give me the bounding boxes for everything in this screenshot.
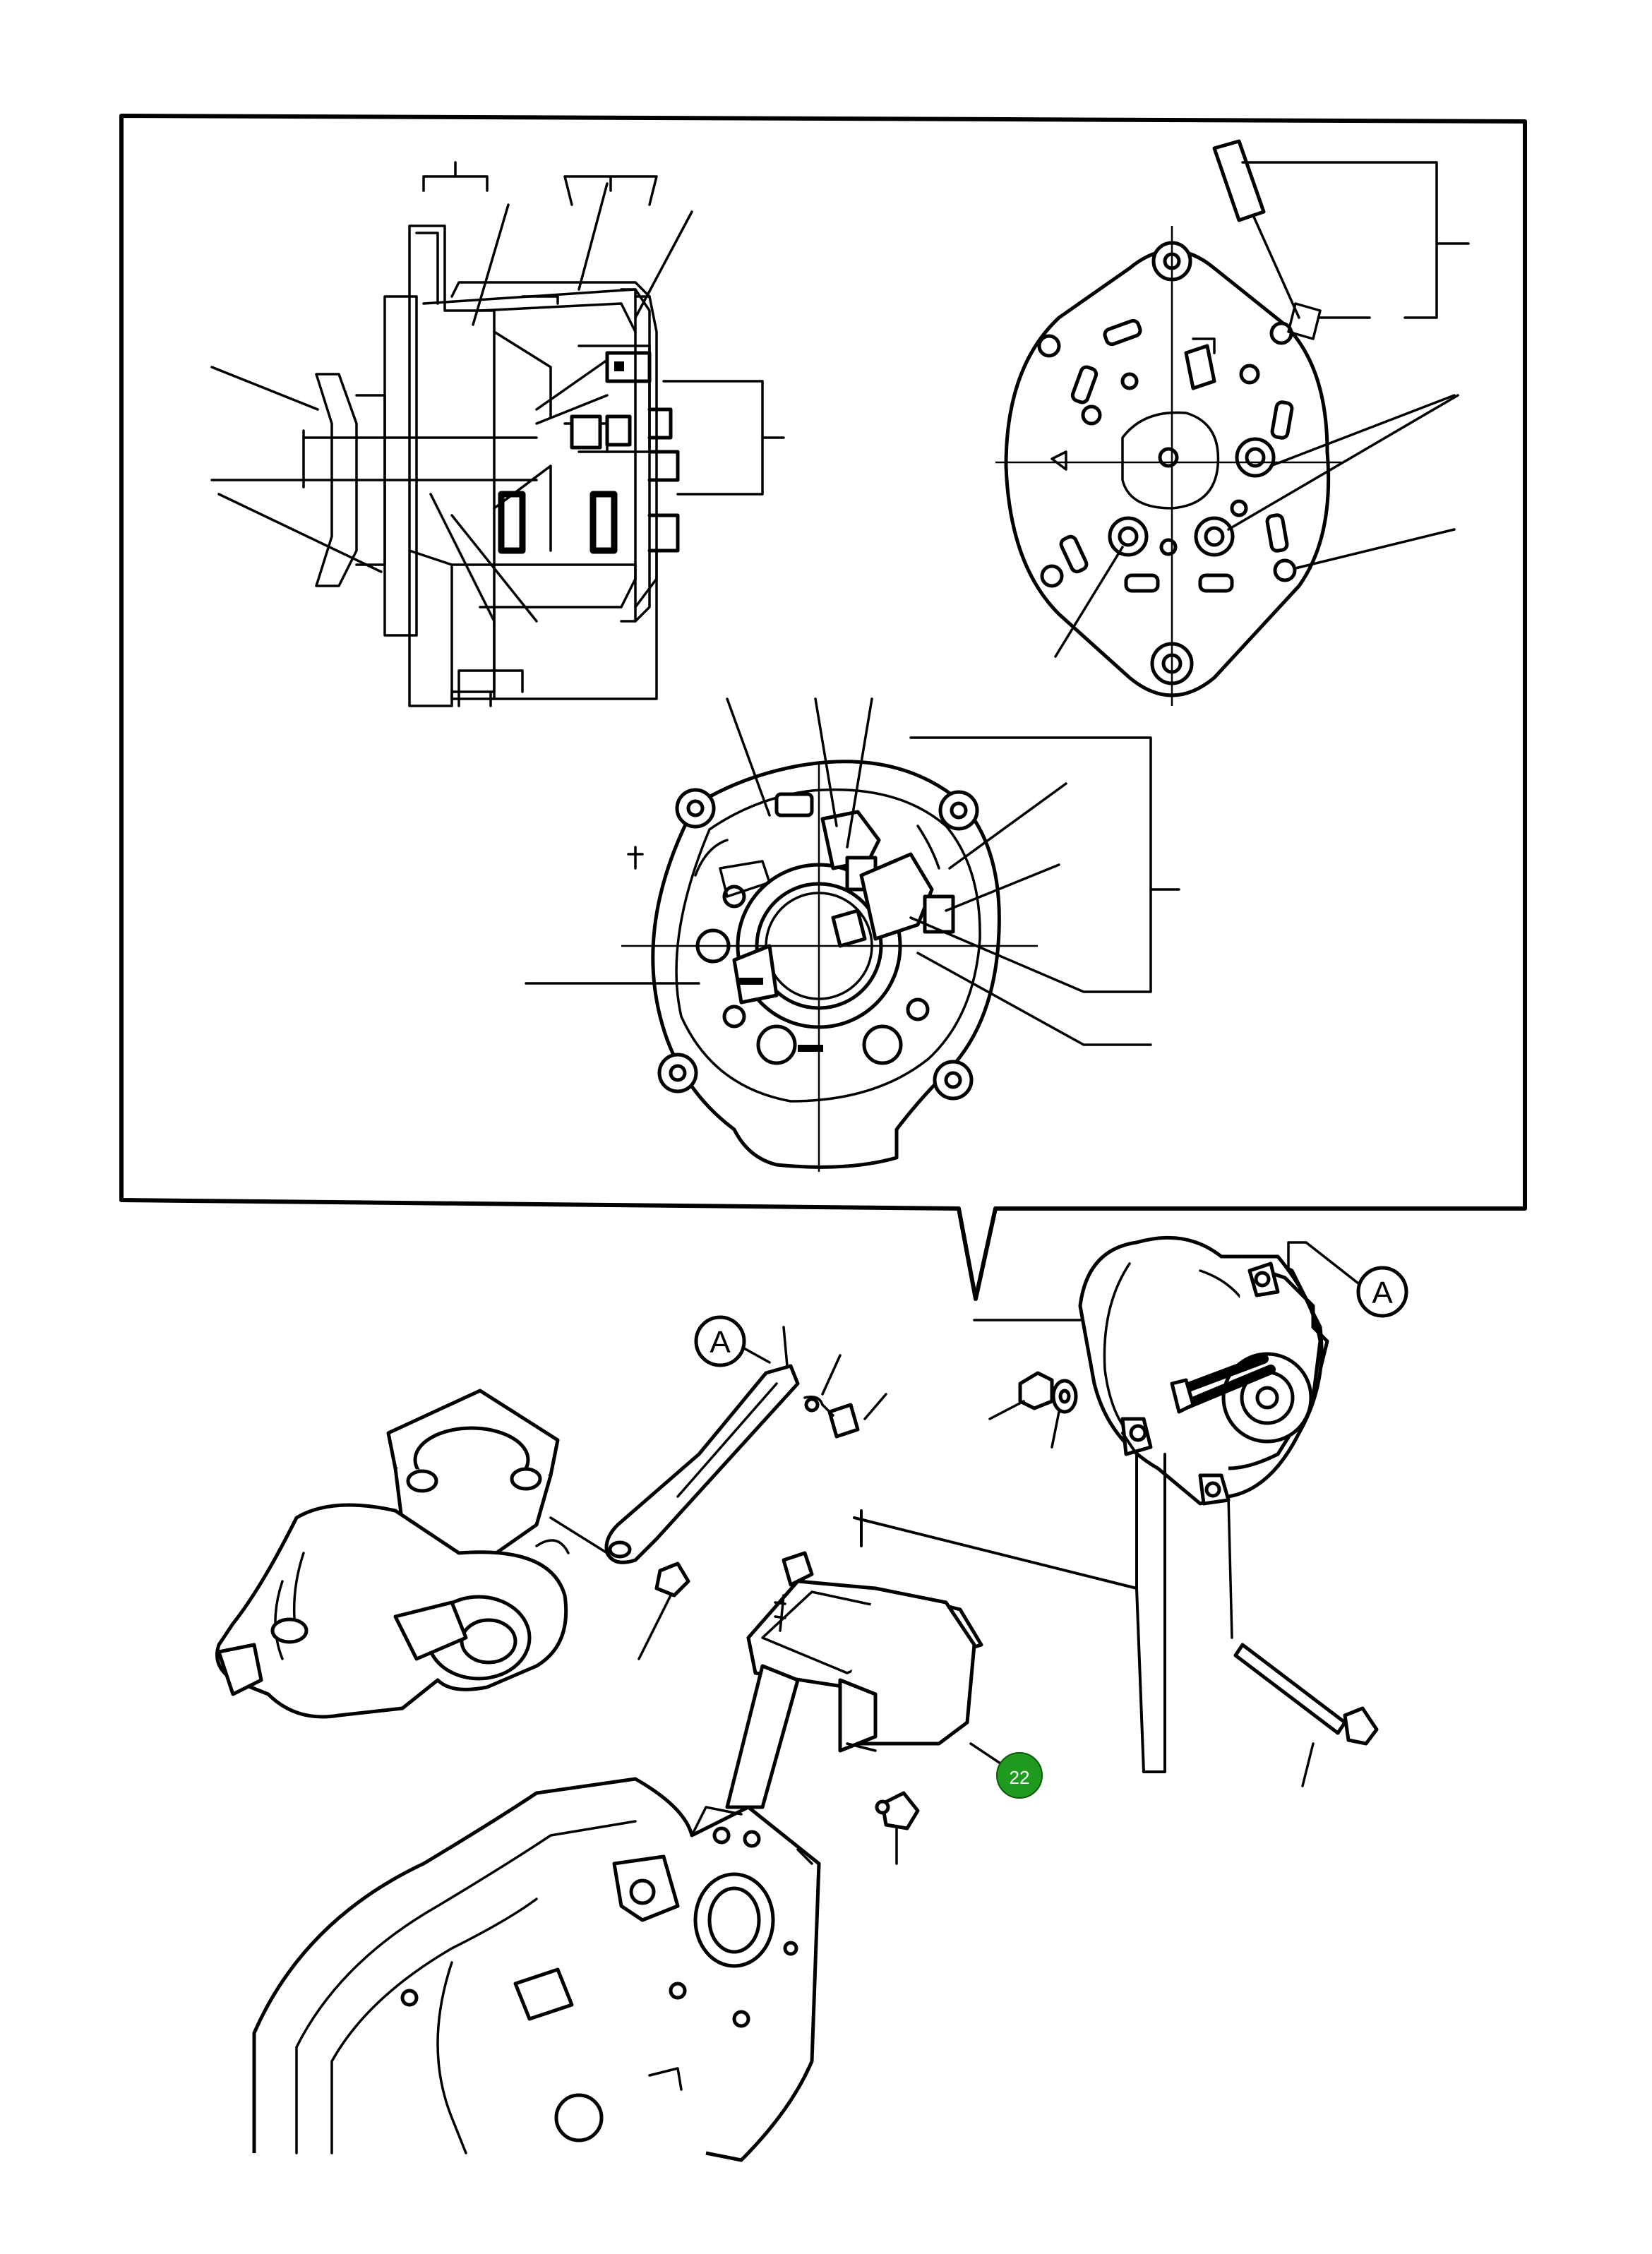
- alternator-internal-view: [525, 697, 1180, 1172]
- reference-callout-a-left: A: [694, 1315, 771, 1367]
- alternator-rear-view: [995, 139, 1470, 706]
- alternator-bracket: [725, 1551, 1004, 1865]
- timing-gear-case: [252, 1777, 821, 2162]
- part-hotspot-22[interactable]: 22: [996, 1752, 1043, 1799]
- nut-and-washer: [988, 1371, 1078, 1449]
- inset-callout-frame: [119, 114, 1527, 1301]
- svg-text:A: A: [710, 1325, 731, 1360]
- alternator-body: [973, 1235, 1329, 1506]
- hotspot-label: 22: [1010, 1767, 1030, 1788]
- alternator-section-view: [210, 161, 785, 707]
- reference-callout-a-right: A: [1287, 1241, 1408, 1318]
- alternator-mounting-assembly: A A: [215, 1235, 1408, 2162]
- water-pump: [215, 1389, 609, 1719]
- long-bolt: [1227, 1495, 1379, 1787]
- svg-text:A: A: [1372, 1276, 1393, 1310]
